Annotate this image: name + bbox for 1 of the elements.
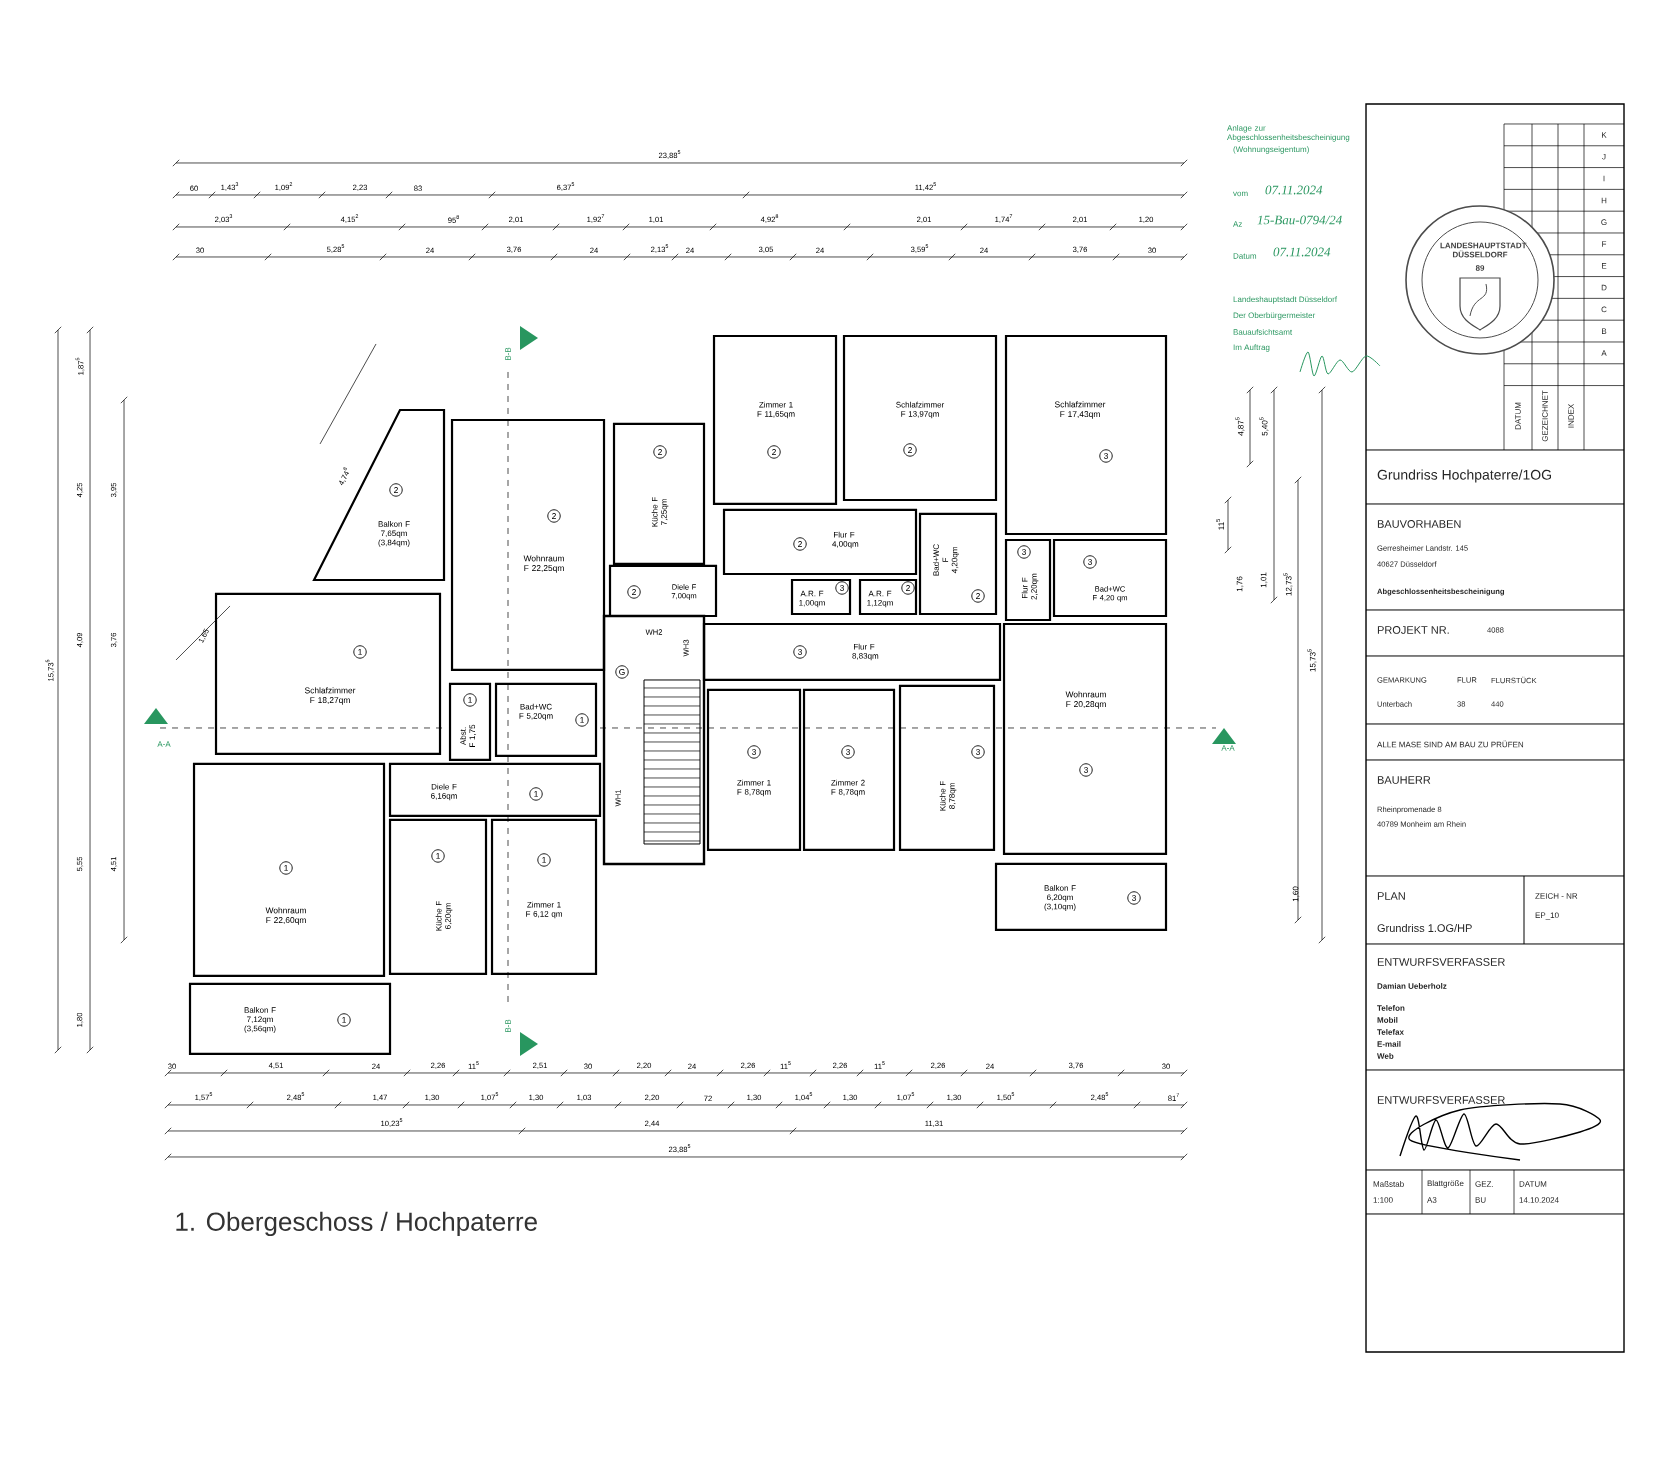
drawing-title: 1. Obergeschoss / Hochpaterre — [176, 1211, 537, 1237]
